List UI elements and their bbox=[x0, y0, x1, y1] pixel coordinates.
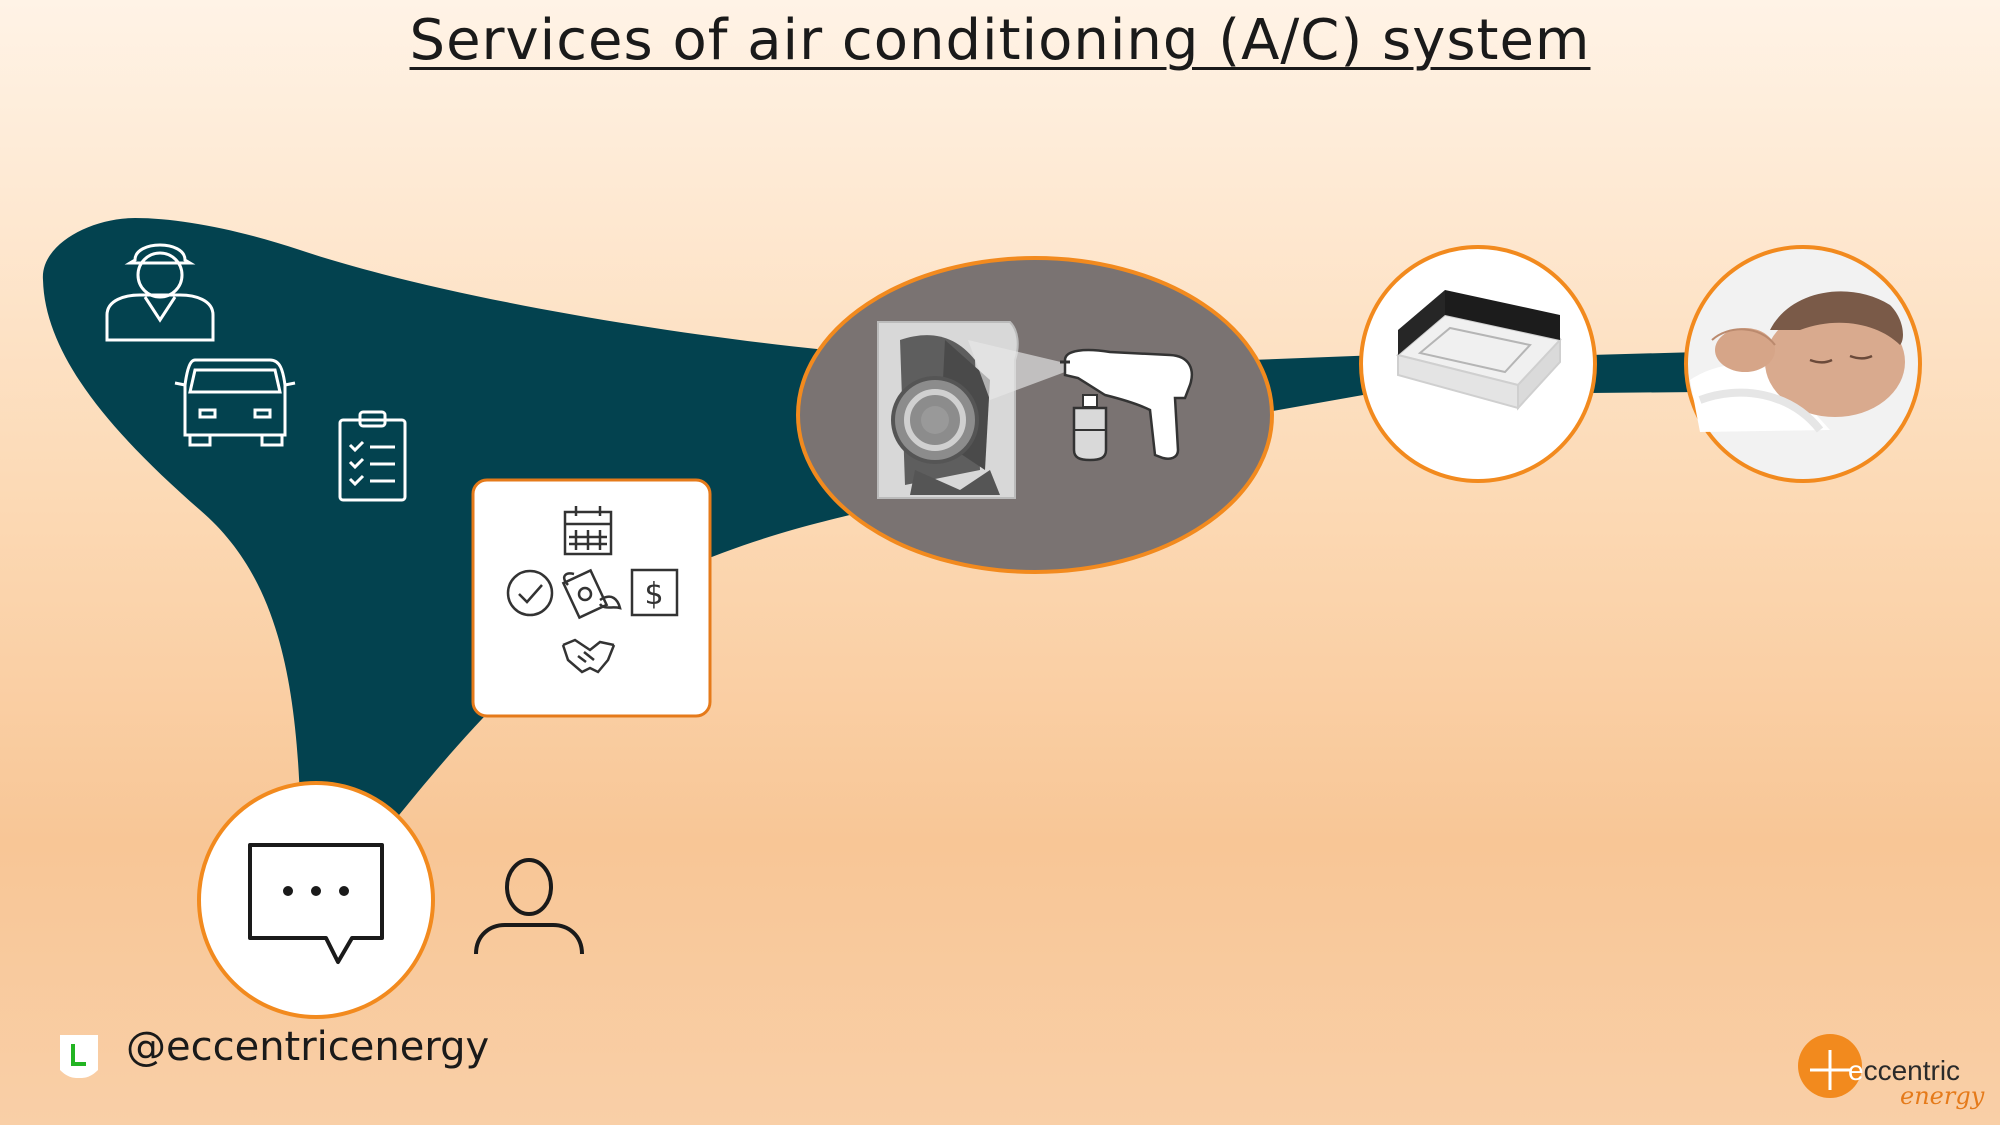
person-icon bbox=[474, 858, 584, 955]
cassette-ac-icon bbox=[1395, 290, 1562, 411]
check-circle-icon bbox=[506, 569, 554, 617]
brand-name-prefix: e bbox=[1848, 1055, 1864, 1086]
spray-gun-icon bbox=[1060, 348, 1194, 462]
payment-card: $ bbox=[471, 478, 712, 718]
brand-name: eccentric bbox=[1848, 1055, 1960, 1087]
dollar-icon: $ bbox=[630, 568, 679, 617]
cassette-ac-circle bbox=[1359, 245, 1597, 483]
flying-money-icon bbox=[561, 568, 622, 620]
van-icon bbox=[174, 358, 296, 447]
cleaning-service bbox=[796, 256, 1274, 574]
eccentric-logo-icon bbox=[1798, 1034, 1862, 1098]
handshake-icon bbox=[561, 638, 616, 674]
ac-fan-coil-icon bbox=[877, 321, 1065, 499]
line-logo-icon bbox=[60, 1035, 98, 1078]
sleeping-baby-icon bbox=[1690, 291, 1905, 433]
chat-bubble-icon bbox=[248, 843, 384, 964]
clipboard-checklist-icon bbox=[338, 410, 407, 502]
calendar-icon bbox=[563, 506, 613, 556]
chat-circle bbox=[197, 781, 435, 1019]
line-handle[interactable]: @eccentricenergy bbox=[126, 1024, 490, 1070]
sleeping-baby-circle bbox=[1684, 245, 1922, 483]
connector-1 bbox=[1250, 355, 1380, 415]
technician-icon bbox=[105, 243, 215, 342]
brand-subtitle: energy bbox=[1900, 1082, 1985, 1110]
line-logo-badge bbox=[38, 1015, 116, 1093]
page-title: Services of air conditioning (A/C) syste… bbox=[409, 8, 1591, 73]
brand-name-rest: ccentric bbox=[1863, 1055, 1961, 1086]
connector-2 bbox=[1590, 352, 1700, 393]
svg-text:$: $ bbox=[644, 577, 663, 612]
